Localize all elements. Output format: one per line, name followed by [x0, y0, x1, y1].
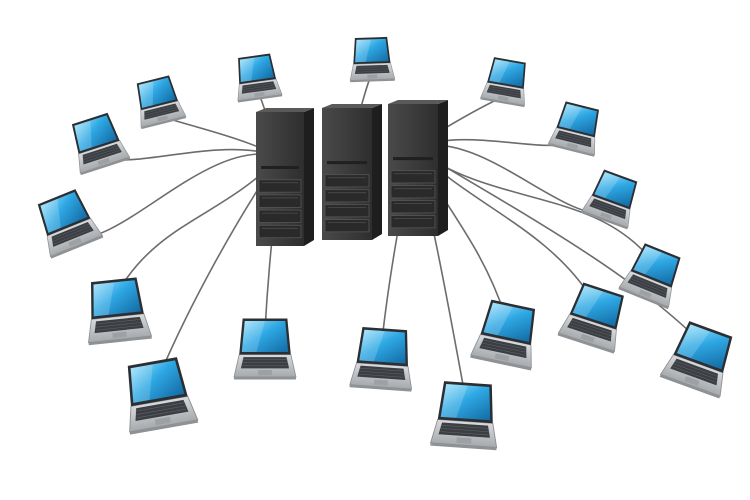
laptop-icon [659, 321, 733, 399]
server-group [256, 100, 448, 246]
server-tower-icon [388, 100, 448, 236]
laptop-icon [37, 189, 104, 259]
server-tower-icon [322, 104, 382, 240]
laptop-icon [71, 112, 131, 176]
laptop-icon [237, 53, 283, 103]
laptop-icon [233, 318, 297, 380]
laptop-icon [470, 299, 536, 371]
laptop-icon [429, 381, 498, 451]
laptop-icon [557, 282, 624, 354]
laptop-icon [349, 326, 413, 392]
laptops-back-row [37, 36, 638, 259]
laptop-icon [127, 357, 199, 435]
laptop-icon [480, 57, 526, 108]
laptop-icon [88, 277, 153, 346]
laptop-icon [581, 169, 638, 230]
network-cable [412, 146, 698, 340]
laptops-front-row [88, 243, 733, 451]
laptop-icon [618, 243, 681, 310]
server-tower-icon [256, 108, 314, 246]
laptop-icon [349, 36, 396, 83]
laptop-icon [547, 101, 599, 157]
laptop-icon [136, 75, 187, 130]
